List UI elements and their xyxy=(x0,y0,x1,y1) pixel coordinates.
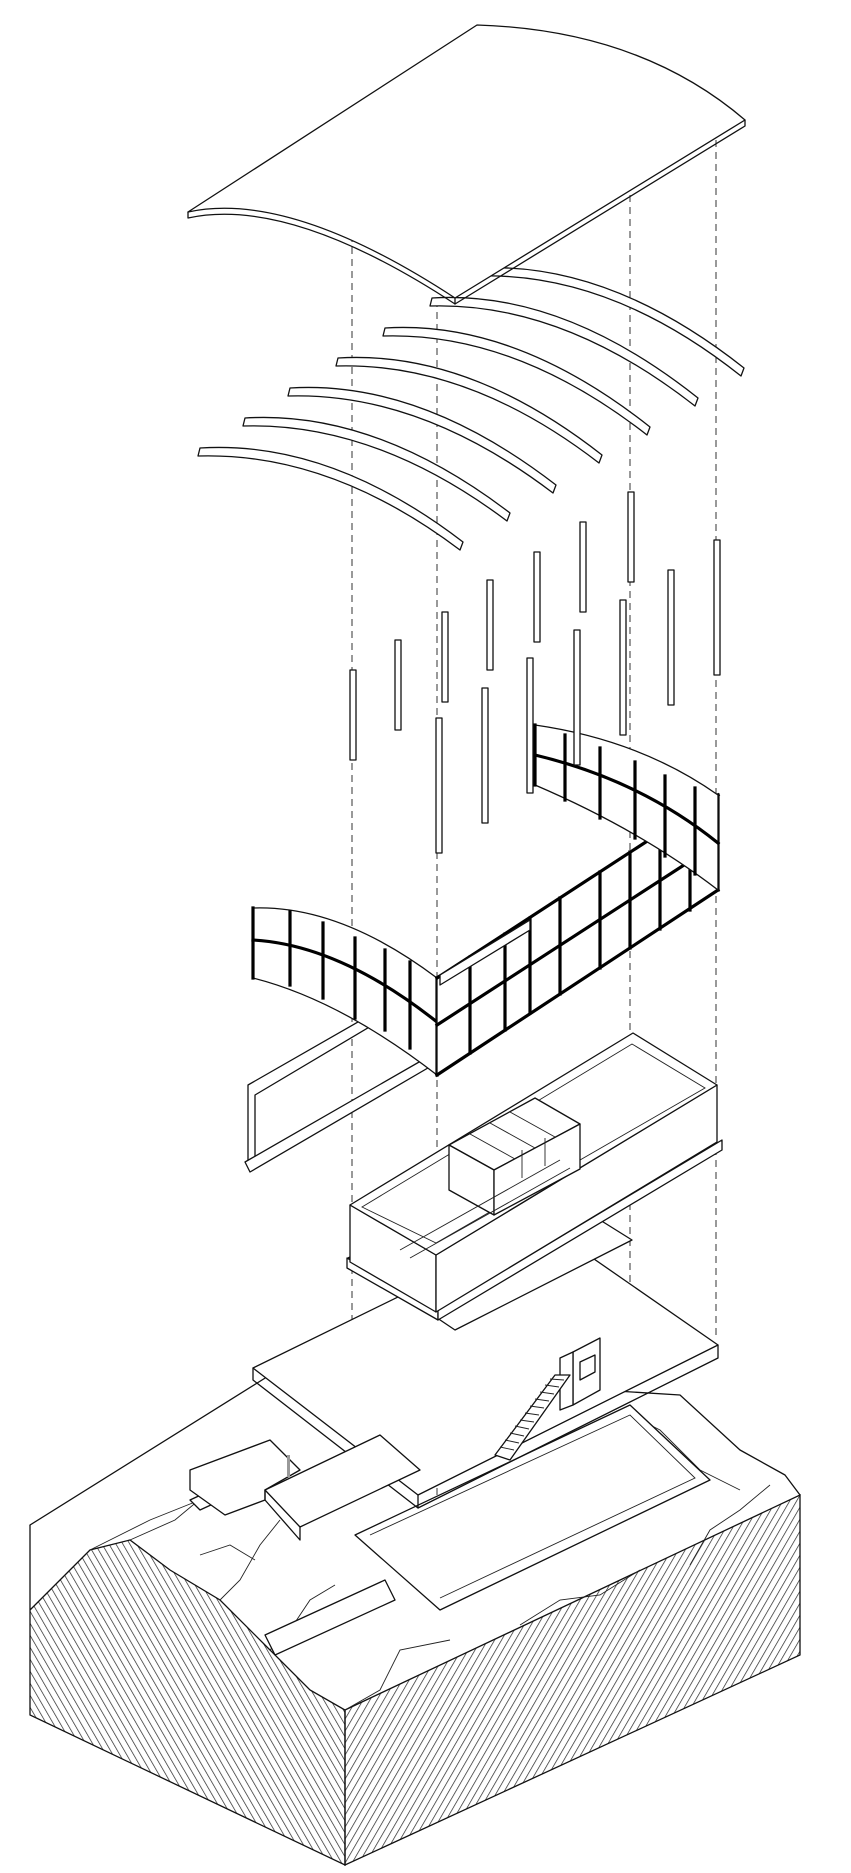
column-13 xyxy=(667,569,675,706)
arch-1 xyxy=(197,446,464,551)
column-1 xyxy=(349,669,357,761)
column-4 xyxy=(486,579,494,671)
columns xyxy=(349,491,721,854)
arch-2 xyxy=(242,416,511,522)
column-9 xyxy=(481,687,489,824)
ground-right-face xyxy=(344,1493,801,1867)
column-14 xyxy=(713,539,721,676)
curved-roof xyxy=(187,24,746,305)
ground-left-face xyxy=(29,1525,346,1867)
arch-4 xyxy=(335,356,603,464)
column-8 xyxy=(435,717,443,854)
arch-7 xyxy=(477,267,745,377)
column-6 xyxy=(579,521,587,613)
column-12 xyxy=(619,599,627,736)
column-5 xyxy=(533,551,541,643)
marker-detail xyxy=(287,1455,290,1477)
floor-slab xyxy=(189,1224,719,1541)
column-2 xyxy=(394,639,402,731)
column-3 xyxy=(441,611,449,703)
arch-6 xyxy=(429,296,699,407)
arch-5 xyxy=(382,326,651,436)
glazed-curtain-wall xyxy=(244,723,721,1173)
arch-3 xyxy=(287,386,557,494)
column-10 xyxy=(526,657,534,794)
upper-floor-volume xyxy=(346,1032,723,1321)
site-ground-block xyxy=(29,1369,801,1867)
column-7 xyxy=(627,491,635,583)
stair xyxy=(494,1337,601,1461)
column-11 xyxy=(573,629,581,766)
roof-arches xyxy=(197,267,745,551)
